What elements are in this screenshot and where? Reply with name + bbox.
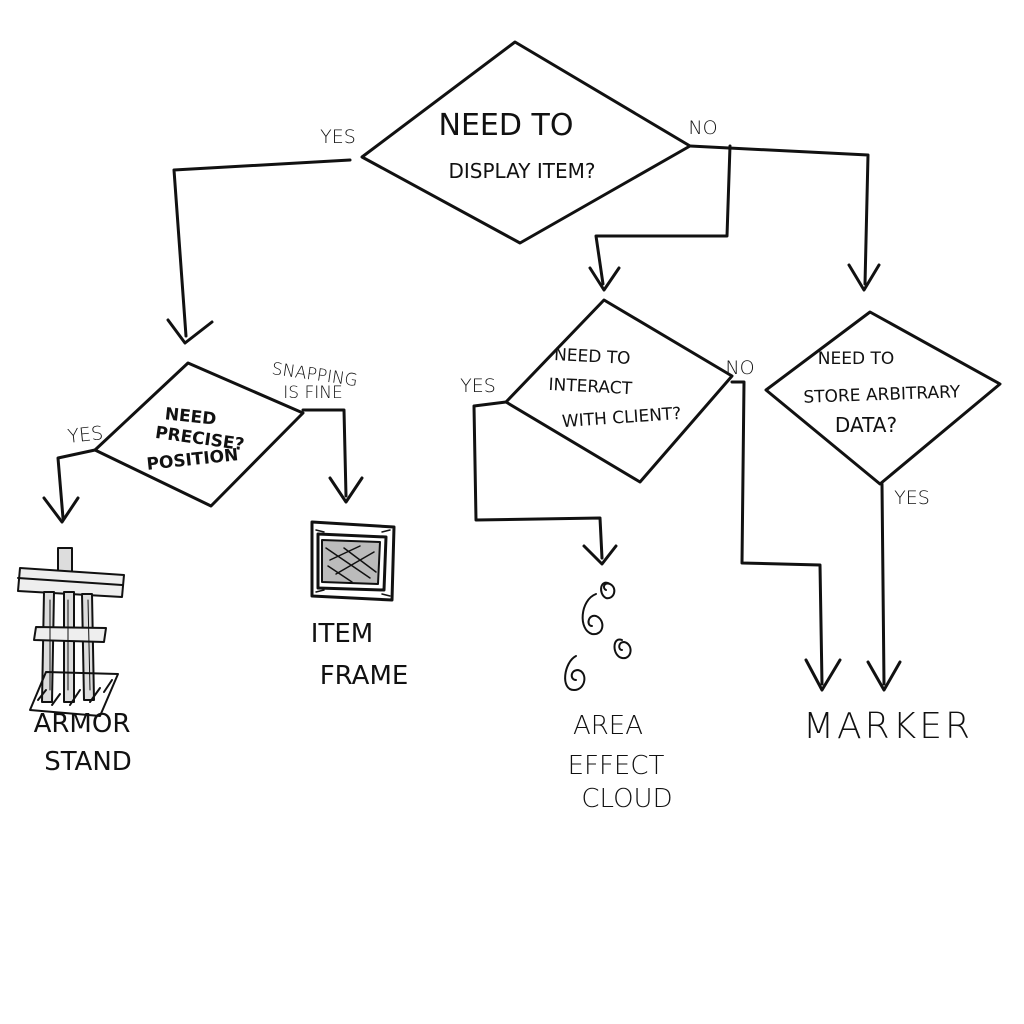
decision-text-line1: NEED TO <box>439 108 574 143</box>
decision-diamond-shape <box>764 310 1002 486</box>
decision-diamond-shape <box>93 361 305 508</box>
edge-line <box>172 158 352 338</box>
arrowhead-icon <box>866 660 902 692</box>
outcome-armor-stand: ARMOR STAND <box>34 709 132 777</box>
edge-label-no: NO <box>725 357 754 379</box>
decision-text-line3: POSITION <box>146 445 240 475</box>
decision-text-line1: NEED TO <box>818 349 894 369</box>
edge-line <box>730 380 824 686</box>
arrowhead-icon <box>328 476 364 504</box>
arrowhead-icon <box>588 266 621 292</box>
edge-precise-yes: YES <box>42 422 104 524</box>
outcome-text-line1: ARMOR <box>34 709 131 739</box>
edge-line <box>880 482 886 686</box>
arrowhead-icon <box>847 263 881 292</box>
outcome-area-effect-cloud: AREA EFFECT CLOUD <box>568 711 673 814</box>
decision-precise-position: NEED PRECISE? POSITION <box>93 361 305 508</box>
item-frame-icon <box>310 520 396 602</box>
edge-line <box>56 448 97 520</box>
edge-display-no: NO <box>588 117 881 292</box>
edge-label-yes: YES <box>66 422 104 448</box>
decision-text-line3: DATA? <box>835 413 897 437</box>
outcome-item-frame: ITEM FRAME <box>311 619 409 691</box>
arrowhead-icon <box>804 658 842 692</box>
decision-display-item: NEED TO DISPLAY ITEM? <box>360 40 692 245</box>
edge-line-to-interact <box>594 144 732 286</box>
arrowhead-icon <box>166 318 214 345</box>
edge-label-yes: YES <box>460 375 496 397</box>
edge-interact-no: NO <box>725 357 842 692</box>
decision-diamond-shape <box>360 40 692 245</box>
edge-snapping-fine: SNAPPING IS FINE <box>270 359 364 504</box>
edge-label-yes: YES <box>894 487 930 509</box>
decision-text-line1: NEED TO <box>554 345 631 369</box>
decision-text-line3: WITH CLIENT? <box>561 404 682 432</box>
decision-store-data: NEED TO STORE ARBITRARY DATA? <box>764 310 1002 486</box>
decision-text-line2: DISPLAY ITEM? <box>449 159 596 183</box>
armor-stand-icon <box>17 547 125 717</box>
outcome-marker: MARKER <box>803 706 973 747</box>
arrowhead-icon <box>582 544 618 566</box>
edge-interact-yes: YES <box>460 375 618 566</box>
outcome-text-line3: CLOUD <box>581 784 672 814</box>
outcome-text-line2: FRAME <box>320 661 409 691</box>
edge-store-yes: YES <box>866 482 930 692</box>
edge-label-snapping-line2: IS FINE <box>283 383 342 403</box>
edge-line <box>472 400 604 560</box>
decision-diamond-shape <box>504 298 734 484</box>
edge-line-to-store <box>688 144 870 286</box>
edge-display-yes: YES <box>166 126 356 345</box>
decision-text-line2: STORE ARBITRARY <box>803 382 961 407</box>
outcome-text-line2: EFFECT <box>568 751 665 781</box>
decision-interact-client: NEED TO INTERACT WITH CLIENT? <box>504 298 734 484</box>
arrowhead-icon <box>42 496 80 524</box>
outcome-text-line1: ITEM <box>311 619 373 649</box>
outcome-text-line1: MARKER <box>803 706 973 747</box>
decision-text-line2: INTERACT <box>548 375 633 399</box>
swirl-cloud-icon <box>564 581 632 691</box>
edge-label-no: NO <box>688 117 717 139</box>
outcome-text-line2: STAND <box>44 747 132 777</box>
edge-line <box>301 408 348 498</box>
outcome-text-line1: AREA <box>573 711 643 741</box>
edge-label-yes: YES <box>320 126 356 148</box>
